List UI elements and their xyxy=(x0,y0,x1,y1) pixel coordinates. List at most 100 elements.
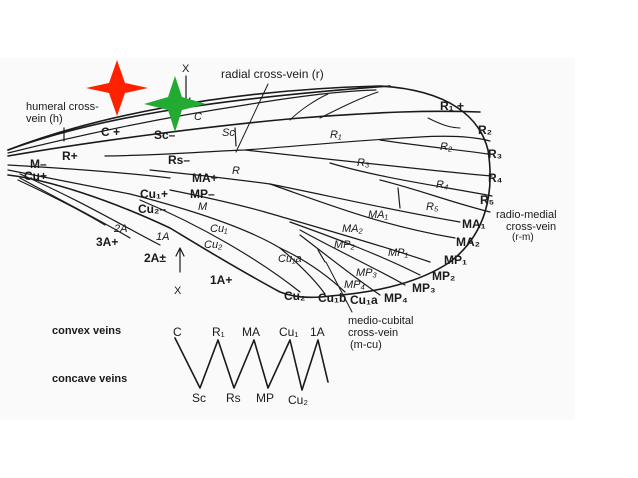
crossvein-upper-3 xyxy=(427,117,461,129)
legend-convex-r1: R₁ xyxy=(212,325,225,339)
vein-r3 xyxy=(244,149,493,177)
wing-outline xyxy=(7,85,491,299)
vein-cu1 xyxy=(129,193,281,249)
label-cu1-inner: Cu₁ xyxy=(210,223,228,235)
label-cu1-plus: Cu₁+ xyxy=(140,187,168,201)
legend-convex-cu1: Cu₁ xyxy=(279,325,298,339)
label-ma1-right: MA₁ xyxy=(462,217,486,231)
vein-3a xyxy=(17,179,106,226)
label-r-inner: R xyxy=(232,165,240,177)
label-ma1-inner: MA₁ xyxy=(368,209,389,221)
label-r3-inner: R₃ xyxy=(357,157,370,169)
vein-ma xyxy=(149,169,271,185)
legend-concave-label: concave veins xyxy=(52,373,127,385)
label-c-inner: C xyxy=(194,111,202,123)
star-red-icon xyxy=(86,60,148,116)
label-sc-inner: Sc xyxy=(222,127,235,139)
legend-convex-ma: MA xyxy=(242,325,260,339)
label-m-inner: M xyxy=(198,201,208,213)
radial-crossvein-label: radial cross-vein (r) xyxy=(221,67,324,81)
label-r5-inner: R₅ xyxy=(426,201,439,213)
label-r2-inner: R₂ xyxy=(440,141,453,153)
label-r-plus: R+ xyxy=(62,149,78,163)
label-ma2-right: MA₂ xyxy=(456,235,480,249)
label-2a-pm: 2A± xyxy=(144,251,166,265)
label-2a-inner: 2A xyxy=(113,223,127,235)
label-c-plus: C + xyxy=(101,125,120,139)
label-mp2-right: MP₂ xyxy=(432,269,455,283)
x-label-top: X xyxy=(182,63,190,75)
label-ma2-inner: MA₂ xyxy=(342,223,364,235)
legend-concave-sc: Sc xyxy=(192,391,206,405)
x-label-bottom: X xyxy=(174,285,182,297)
vein-rs xyxy=(104,135,491,157)
legend-concave-mp: MP xyxy=(256,391,274,405)
medio-cubital-label-3: (m-cu) xyxy=(350,339,382,351)
vein-labels: X X radial cross-vein (r) humeral cross-… xyxy=(24,63,557,351)
crossvein-upper-1 xyxy=(289,93,329,121)
label-r5: R₅ xyxy=(480,193,494,207)
legend-convex-c: C xyxy=(173,325,182,339)
vein-costa xyxy=(7,85,391,151)
label-r4-inner: R₄ xyxy=(436,179,448,191)
radio-medial-crossvein xyxy=(397,187,401,209)
label-r2: R₂ xyxy=(478,123,492,137)
radio-medial-label-3: (r-m) xyxy=(512,232,534,243)
label-r1-inner: R₁ xyxy=(330,129,342,141)
label-r1-plus: R₁ + xyxy=(440,99,464,113)
vein-r1 xyxy=(7,110,481,157)
label-sc-minus: Sc– xyxy=(154,128,176,142)
label-mp4-right: MP₄ xyxy=(384,291,408,305)
vein-mp1 xyxy=(264,211,431,263)
label-r3: R₃ xyxy=(488,147,502,161)
radial-crossvein-pointer xyxy=(235,83,269,153)
vein-subcosta xyxy=(7,89,377,154)
label-1a-plus: 1A+ xyxy=(210,273,232,287)
humeral-label-1: humeral cross- xyxy=(26,101,99,113)
label-1a-inner: 1A xyxy=(156,231,169,243)
medio-cubital-crossvein xyxy=(317,249,326,263)
label-cu1a-bottom: Cu₁a xyxy=(350,293,378,307)
label-mp1-right: MP₁ xyxy=(444,253,467,267)
label-r4: R₄ xyxy=(488,171,503,185)
vein-m xyxy=(7,164,171,179)
label-cu1a-inner: Cu₁a xyxy=(278,253,302,265)
label-mp2-inner: MP₂ xyxy=(334,239,356,251)
label-cu2-inner: Cu₂ xyxy=(204,239,223,251)
vein-mp4 xyxy=(299,234,381,296)
radio-medial-label-1: radio-medial xyxy=(496,209,557,221)
x-marker-bottom-head xyxy=(175,247,185,257)
wing-veins xyxy=(7,75,493,391)
label-mp4-inner: MP₄ xyxy=(344,279,365,291)
legend-concave-cu2: Cu₂ xyxy=(288,393,308,407)
vein-legend: convex veins concave veins C R₁ MA Cu₁ 1… xyxy=(52,325,325,407)
vein-r4 xyxy=(329,162,493,197)
label-3a-plus: 3A+ xyxy=(96,235,118,249)
label-cu1b-bottom: Cu₁b xyxy=(318,291,346,305)
label-mp3-inner: MP₃ xyxy=(356,267,378,279)
medio-cubital-label-2: cross-vein xyxy=(348,327,398,339)
vein-r2 xyxy=(379,139,489,155)
vein-mp2 xyxy=(289,221,421,276)
label-m-minus: M– xyxy=(30,157,47,171)
star-green-icon xyxy=(144,76,206,132)
vein-ma2 xyxy=(269,183,456,239)
vein-cu1a xyxy=(279,247,346,293)
radio-medial-label-2: cross-vein xyxy=(506,221,556,233)
vein-2a xyxy=(19,177,131,239)
label-ma-plus: MA+ xyxy=(192,171,218,185)
vein-r5 xyxy=(379,179,491,213)
vein-cu2 xyxy=(139,199,301,293)
humeral-label-2: vein (h) xyxy=(26,113,63,125)
vein-cu1b xyxy=(279,247,326,295)
vein-mp3 xyxy=(299,229,406,286)
legend-concave-rs: Rs xyxy=(226,391,241,405)
label-cu2-minus: Cu₂– xyxy=(138,202,166,216)
medio-cubital-label-1: medio-cubital xyxy=(348,315,413,327)
vein-mp xyxy=(169,189,266,213)
label-mp3-right: MP₃ xyxy=(412,281,436,295)
label-mp-minus: MP– xyxy=(190,187,215,201)
vein-1a xyxy=(19,173,161,246)
